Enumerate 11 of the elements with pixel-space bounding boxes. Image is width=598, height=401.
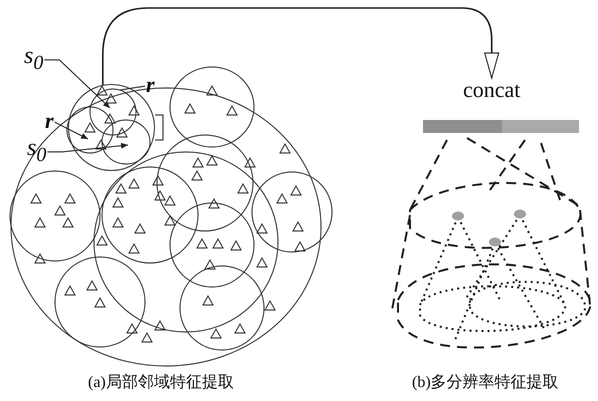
arrow [102, 7, 500, 86]
concat-label: concat [463, 79, 520, 101]
caption: (a)局部邻域特征提取 [88, 372, 234, 393]
leader-line [54, 122, 88, 140]
leader-line [46, 142, 128, 152]
leader-line [120, 86, 146, 90]
radius-symbol: r [45, 110, 54, 132]
radius-symbol: s$_{0}$ [24, 44, 44, 73]
caption: (b)多分辨率特征提取 [412, 372, 559, 393]
leader-line [44, 59, 110, 108]
radius-symbol: s$_{0}$ [27, 136, 46, 165]
